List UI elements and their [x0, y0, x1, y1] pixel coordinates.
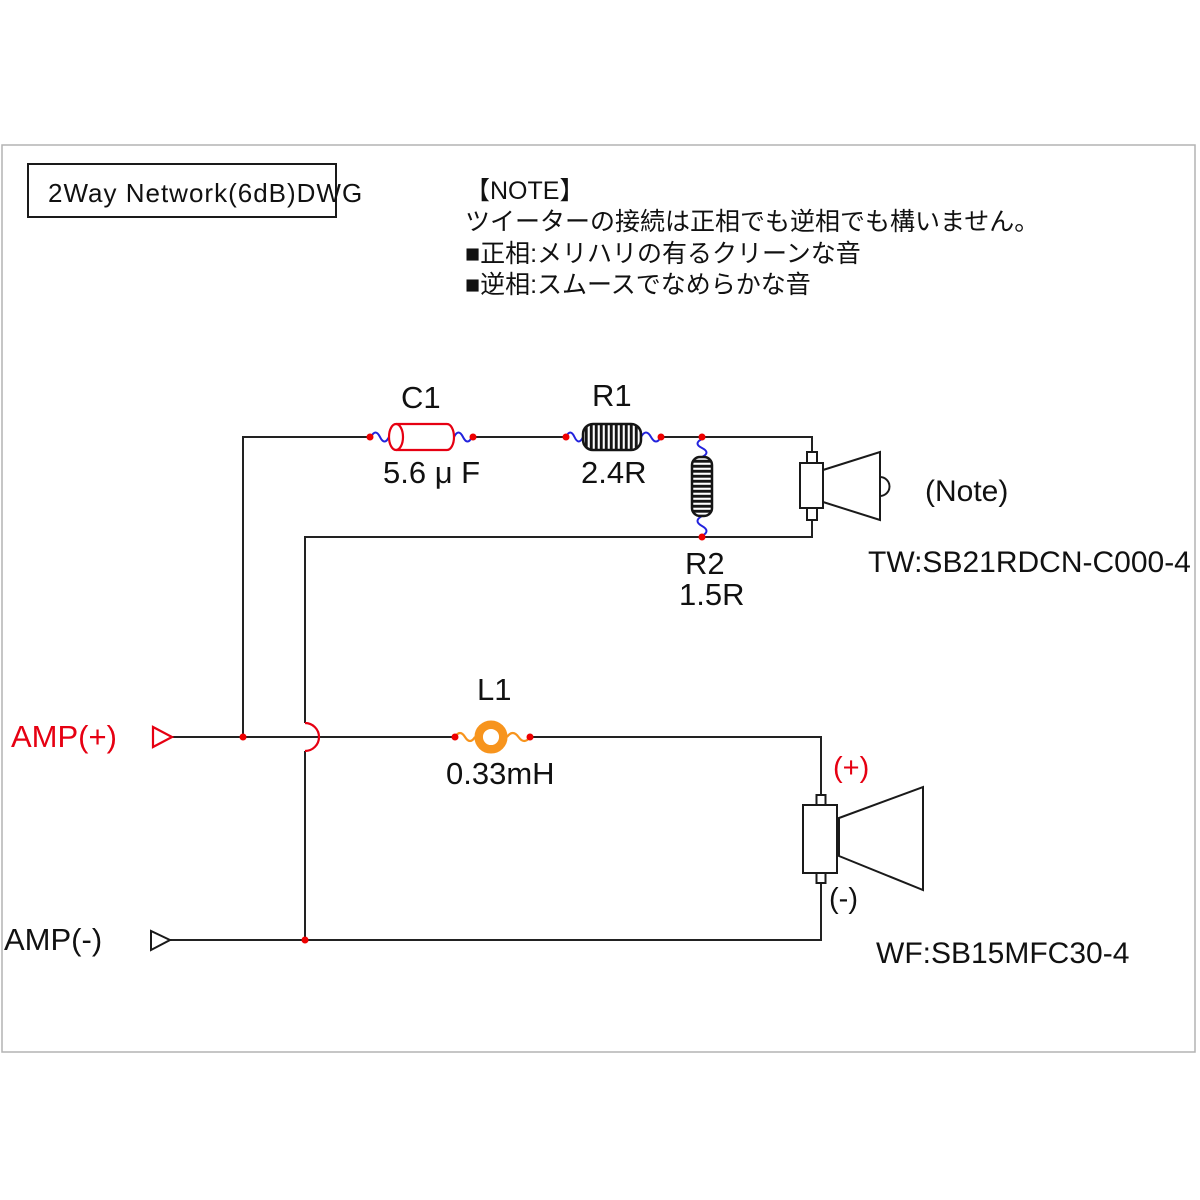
r1-right-lead — [640, 431, 662, 443]
amp-minus-terminal-icon — [150, 929, 173, 952]
c1-capacitor-icon — [387, 422, 456, 452]
junction-dot — [562, 433, 570, 441]
c1-left-lead — [370, 431, 390, 443]
woofer-speaker-icon — [802, 785, 924, 892]
junction-dots — [239, 433, 706, 944]
r2-value: 1.5R — [679, 577, 745, 612]
amp-plus-terminal-icon — [151, 725, 175, 749]
drawing-border — [1, 144, 1196, 1053]
junction-dot — [657, 433, 665, 441]
c1-value: 5.6 μ F — [383, 455, 481, 490]
r2-top-lead — [696, 438, 708, 458]
r2-bottom-lead — [696, 515, 708, 537]
tweeter-part-label: TW:SB21RDCN-C000-4 — [868, 546, 1191, 579]
woofer-plus-label: (+) — [833, 752, 870, 784]
woofer-minus-label: (-) — [829, 883, 858, 915]
tweeter-bottom-tab — [806, 507, 818, 521]
wire-amp-to-c1 — [242, 436, 370, 737]
junction-dot — [698, 533, 706, 541]
wire-hop-icon — [304, 721, 321, 753]
tweeter-speaker-icon — [799, 450, 891, 522]
r1-value: 2.4R — [581, 455, 647, 490]
note-header: 【NOTE】 — [465, 177, 585, 205]
wires — [170, 436, 822, 941]
woofer-top-tab — [815, 794, 827, 806]
tweeter-magnet — [799, 462, 824, 509]
note-line-1: ツイーターの接続は正相でも逆相でも構いません。 — [465, 208, 1040, 236]
r1-label: R1 — [592, 378, 632, 413]
woofer-bottom-tab — [815, 872, 827, 884]
drawing-title: 2Way Network(6dB)DWG — [48, 178, 364, 208]
r2-label: R2 — [685, 546, 725, 581]
woofer-magnet — [802, 804, 838, 874]
c1-label: C1 — [401, 380, 441, 415]
r2-resistor-icon — [690, 455, 714, 518]
junction-dot — [239, 733, 247, 741]
c1-right-lead — [453, 431, 473, 443]
amp-minus-label: AMP(-) — [4, 922, 103, 957]
note-line-2: ■正相:メリハリの有るクリーンな音 — [465, 240, 861, 268]
blue-lead-squiggles — [370, 431, 708, 537]
junction-dot — [698, 433, 706, 441]
l1-label: L1 — [477, 672, 512, 707]
note-line-3: ■逆相:スムースでなめらかな音 — [465, 271, 811, 299]
junction-dot — [469, 433, 477, 441]
wire-woofer-to-amp-minus — [170, 883, 822, 941]
wire-l1-to-woofer — [530, 736, 822, 795]
wire-tweeter-return — [304, 520, 813, 723]
amp-plus-label: AMP(+) — [11, 719, 117, 754]
r1-left-lead — [565, 431, 584, 443]
junction-dot — [366, 433, 374, 441]
l1-inductor-icon — [454, 720, 531, 754]
l1-value: 0.33mH — [446, 756, 555, 791]
woofer-part-label: WF:SB15MFC30-4 — [876, 937, 1130, 970]
tweeter-note-annotation: (Note) — [925, 475, 1009, 508]
junction-dot — [301, 936, 309, 944]
woofer-cone — [838, 785, 924, 892]
junction-dot — [451, 733, 459, 741]
r1-resistor-icon — [581, 422, 643, 452]
tweeter-dome — [879, 476, 891, 497]
title-box — [27, 163, 337, 218]
junction-dot — [526, 733, 534, 741]
wire-r1-to-tweeter — [661, 436, 813, 452]
tweeter-cone — [822, 450, 881, 522]
